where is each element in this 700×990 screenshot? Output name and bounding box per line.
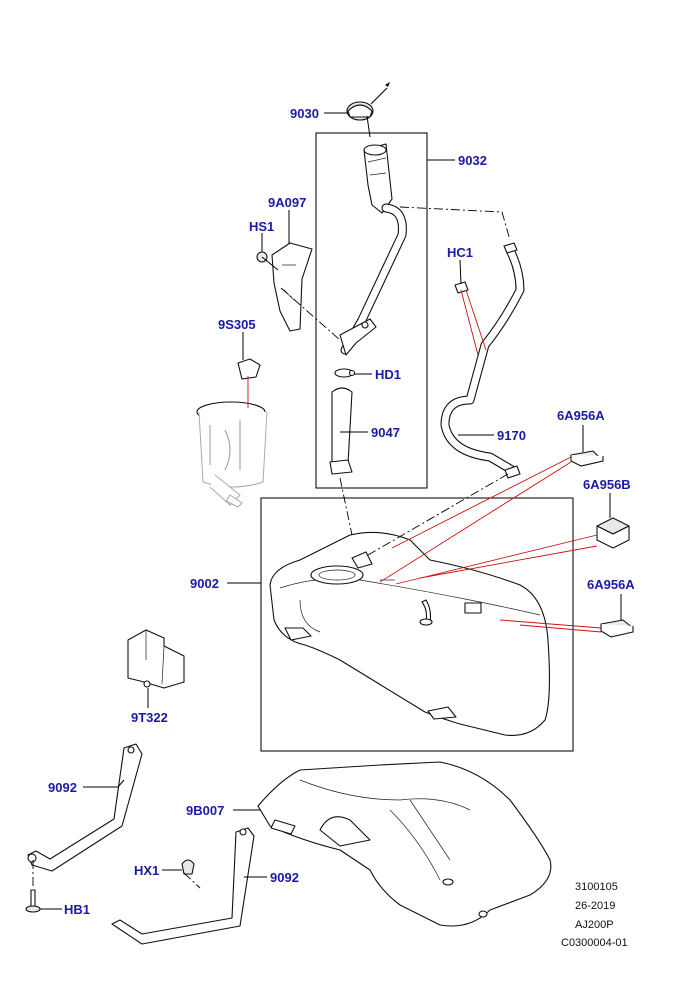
route-line-vent-tank: [367, 473, 509, 556]
sensor-a-bottom: [600, 619, 634, 638]
label-hx1: HX1: [134, 863, 159, 878]
spacer: [181, 859, 195, 875]
route-line-spacer: [183, 872, 201, 889]
filler-neck: [339, 143, 407, 356]
reference-line-3: AJ200P: [575, 919, 614, 931]
label-9a097: 9A097: [268, 195, 306, 210]
heat-shield: [257, 761, 552, 927]
vent-pipe: [440, 242, 525, 479]
label-hd1: HD1: [375, 367, 401, 382]
label-9047: 9047: [371, 425, 400, 440]
route-line-hose: [339, 477, 353, 536]
label-6a956a-bottom: 6A956A: [587, 577, 635, 592]
label-6a956a-top: 6A956A: [557, 408, 605, 423]
label-9002: 9002: [190, 576, 219, 591]
label-9032: 9032: [458, 153, 487, 168]
leader-9092-left: [83, 779, 125, 788]
bolt: [25, 889, 41, 913]
label-hc1: HC1: [447, 245, 473, 260]
fuel-tank-group-box: [260, 497, 574, 752]
label-9092-left: 9092: [48, 780, 77, 795]
sensor-a-top: [570, 450, 604, 467]
label-9t322: 9T322: [131, 710, 168, 725]
red-leader-6a956b: [395, 534, 598, 585]
label-9b007: 9B007: [186, 803, 224, 818]
filler-cap: [346, 82, 390, 138]
hose-clamp: [334, 368, 356, 378]
route-line-bracket: [280, 287, 341, 341]
bracket: [271, 242, 313, 332]
reference-line-2: 26-2019: [575, 900, 615, 912]
fuel-pump-module: [196, 358, 268, 508]
route-line-vent: [399, 206, 511, 241]
label-9170: 9170: [497, 428, 526, 443]
fuel-tank: [269, 531, 550, 736]
tank-strap-left: [27, 743, 143, 872]
filler-hose: [329, 387, 353, 475]
filler-pipe-group-box: [315, 132, 428, 489]
tank-strap-right: [111, 827, 255, 945]
red-leader-hc1: [460, 289, 487, 356]
label-hs1: HS1: [249, 219, 274, 234]
hose-clip: [454, 259, 469, 294]
label-9030: 9030: [290, 106, 319, 121]
label-6a956b: 6A956B: [583, 477, 631, 492]
label-9s305: 9S305: [218, 317, 256, 332]
red-leader-6a956a-top: [379, 456, 572, 583]
sensor-b: [596, 517, 630, 549]
reference-line-4: C0300004-01: [561, 937, 628, 949]
reference-line-1: 3100105: [575, 881, 618, 893]
label-hb1: HB1: [64, 902, 90, 917]
label-9092-right: 9092: [270, 870, 299, 885]
module-bracket: [127, 629, 185, 689]
red-leader-6a956a-bottom: [499, 619, 602, 633]
